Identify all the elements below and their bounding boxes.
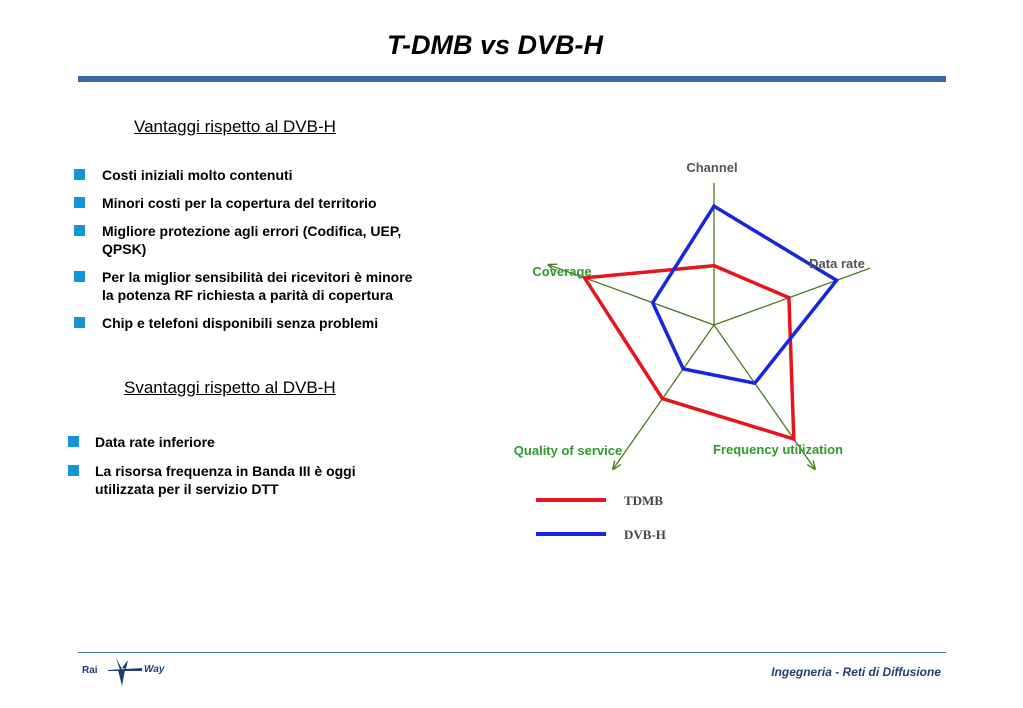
radar-series-dvbh xyxy=(650,203,840,386)
disadvantage-text: Data rate inferiore xyxy=(95,434,215,450)
radar-axis-line xyxy=(713,324,815,469)
disadvantages-heading: Svantaggi rispetto al DVB-H xyxy=(124,378,336,397)
bullet-square-icon xyxy=(68,436,79,447)
title-underline xyxy=(78,76,946,82)
legend-label: DVB-H xyxy=(624,527,666,542)
radar-axis-label: Quality of service xyxy=(514,443,622,458)
advantage-item: Per la miglior sensibilità dei ricevitor… xyxy=(74,268,424,304)
bullet-square-icon xyxy=(74,169,85,180)
bullet-square-icon xyxy=(74,197,85,208)
bullet-square-icon xyxy=(74,225,85,236)
advantages-heading: Vantaggi rispetto al DVB-H xyxy=(134,117,336,136)
slide-title: T-DMB vs DVB-H xyxy=(386,30,603,60)
logo-text-left: Rai xyxy=(82,665,98,676)
advantage-item: Costi iniziali molto contenuti xyxy=(74,166,424,184)
advantage-item: Chip e telefoni disponibili senza proble… xyxy=(74,314,424,332)
advantages-list: Costi iniziali molto contenuti Minori co… xyxy=(74,166,424,342)
advantage-item: Minori costi per la copertura del territ… xyxy=(74,194,424,212)
raiway-logo-icon: Rai Way xyxy=(82,658,165,686)
advantage-text: Per la miglior sensibilità dei ricevitor… xyxy=(102,269,413,303)
advantage-text: Costi iniziali molto contenuti xyxy=(102,167,293,183)
disadvantage-text: La risorsa frequenza in Banda III è oggi… xyxy=(95,463,356,497)
radar-axis-label: Frequency utilization xyxy=(713,442,843,457)
radar-series-tdmb xyxy=(581,263,796,442)
disadvantage-item: Data rate inferiore xyxy=(68,433,408,451)
legend-label: TDMB xyxy=(624,493,663,508)
footer-text: Ingegneria - Reti di Diffusione xyxy=(771,665,941,679)
radar-axis-label: Data rate xyxy=(809,256,865,271)
radar-axis-line xyxy=(613,324,715,469)
radar-axis-line xyxy=(549,265,715,326)
disadvantages-list: Data rate inferiore La risorsa frequenza… xyxy=(68,433,408,509)
bullet-square-icon xyxy=(74,271,85,282)
advantage-text: Migliore protezione agli errori (Codific… xyxy=(102,223,402,257)
footer-rule xyxy=(78,652,946,653)
radar-axis-line xyxy=(713,267,870,326)
advantage-text: Chip e telefoni disponibili senza proble… xyxy=(102,315,379,331)
advantage-item: Migliore protezione agli errori (Codific… xyxy=(74,222,424,258)
bullet-square-icon xyxy=(74,317,85,328)
raiway-logo: Rai Way xyxy=(82,654,182,690)
radar-axis-label: Channel xyxy=(686,160,737,175)
radar-axis-label: Coverage xyxy=(532,264,591,279)
disadvantage-item: La risorsa frequenza in Banda III è oggi… xyxy=(68,462,408,498)
bullet-square-icon xyxy=(68,465,79,476)
advantage-text: Minori costi per la copertura del territ… xyxy=(102,195,377,211)
logo-text-right: Way xyxy=(144,664,165,675)
